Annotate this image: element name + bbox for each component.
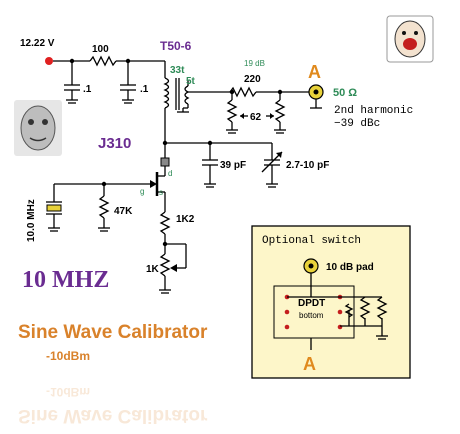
- supply-dot: [45, 57, 53, 65]
- title-reflection: -10dBm Sine Wave Calibrator: [18, 385, 208, 426]
- attenuation-label: 19 dB: [244, 59, 265, 68]
- c1-label: .1: [83, 84, 92, 95]
- capacitor-c2: [120, 61, 136, 104]
- crystal-label: 10.0 MHz: [26, 199, 37, 242]
- output-impedance-label: 50 Ω: [333, 87, 357, 99]
- transformer-t50-6: [163, 61, 230, 160]
- resistor-47k: [98, 184, 110, 232]
- c39-label: 39 pF: [220, 160, 246, 171]
- capacitor-c1: [64, 61, 80, 104]
- level-label: -10dBm: [46, 349, 90, 363]
- fet-gate-label: g: [140, 187, 144, 196]
- ctrim-label: 2.7-10 pF: [286, 160, 329, 171]
- r1k2-label: 1K2: [176, 214, 195, 225]
- svg-text:Sine Wave Calibrator: Sine Wave Calibrator: [18, 405, 208, 426]
- resistor-220: [229, 86, 312, 98]
- harmonic-line1: 2nd harmonic: [334, 105, 413, 117]
- pot-1k-label: 1K: [146, 264, 160, 275]
- switch-sub-label: bottom: [299, 311, 324, 320]
- frequency-title: 10 MHZ: [22, 267, 109, 293]
- jfet-j310: [101, 157, 170, 212]
- fet-drain-label: d: [168, 169, 172, 178]
- face-icon-left: [14, 100, 62, 156]
- crystal-10mhz: [46, 183, 104, 232]
- output-marker-a: A: [308, 62, 321, 82]
- calibrator-title: Sine Wave Calibrator: [18, 322, 208, 343]
- r62-label: 62: [250, 112, 262, 123]
- supply-rail: [45, 55, 165, 67]
- r47k-label: 47K: [114, 206, 133, 217]
- r100-label: 100: [92, 44, 109, 55]
- switch-name-label: DPDT: [298, 298, 325, 309]
- switch-box-title: Optional switch: [262, 235, 361, 247]
- turns-primary-label: 33t: [170, 65, 185, 76]
- switch-pad-label: 10 dB pad: [326, 262, 374, 273]
- resistor-1k2: [159, 211, 171, 247]
- tank-network: [162, 140, 283, 188]
- output-connector: [308, 84, 324, 109]
- r220-label: 220: [244, 74, 261, 85]
- svg-text:-10dBm: -10dBm: [46, 385, 90, 399]
- transformer-label: T50-6: [160, 39, 192, 53]
- switch-marker-a: A: [303, 354, 316, 374]
- fet-source-label: s: [159, 188, 163, 197]
- optional-switch-box: [251, 225, 411, 379]
- supply-voltage-label: 12.22 V: [20, 38, 55, 49]
- face-icon-right: [386, 15, 434, 63]
- resistor-62-pair: [226, 92, 286, 134]
- turns-secondary-label: 5t: [186, 76, 196, 87]
- harmonic-line2: −39 dBc: [334, 118, 380, 130]
- jfet-label: J310: [98, 135, 131, 152]
- c2-label: .1: [140, 84, 149, 95]
- potentiometer-1k: [159, 243, 187, 294]
